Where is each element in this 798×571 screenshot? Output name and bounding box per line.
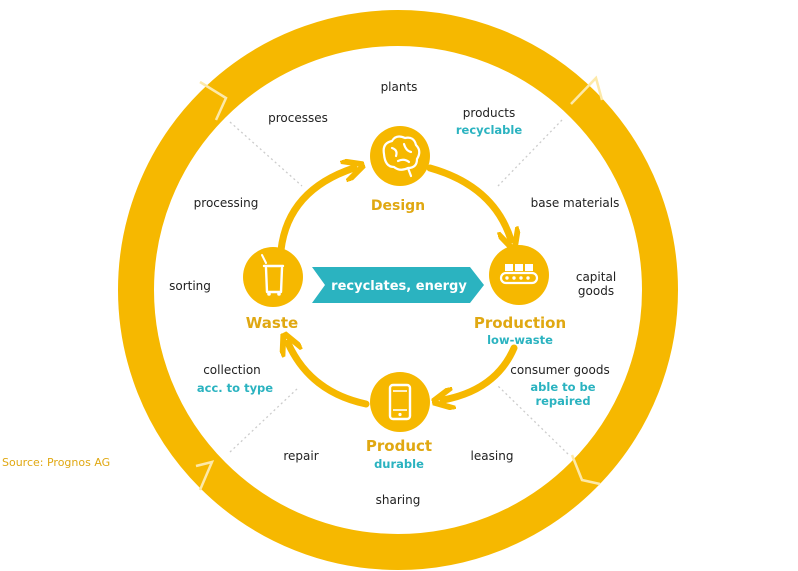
item-acc-to-type: acc. to type	[196, 381, 274, 395]
trash-bin-icon	[261, 254, 285, 296]
item-sharing: sharing	[375, 493, 421, 507]
outer-ring	[118, 10, 678, 570]
design-node	[370, 126, 430, 186]
production-sublabel: low-waste	[487, 333, 553, 347]
waste-label: Waste	[246, 314, 298, 332]
arrow-production-to-product	[443, 344, 518, 400]
product-node	[370, 372, 430, 432]
cycle-arrows	[277, 164, 518, 408]
product-sublabel: durable	[374, 457, 424, 471]
arrow-product-to-waste	[288, 343, 370, 408]
source-note: Source: Prognos AG	[2, 456, 111, 469]
product-label: Product	[366, 437, 432, 455]
item-repair: repair	[283, 449, 319, 463]
ring-seam-top-right	[570, 75, 604, 105]
item-collection: collection	[203, 363, 261, 377]
item-capital-goods: capital goods	[575, 270, 617, 299]
recyclates-arrow	[312, 267, 484, 303]
item-processing: processing	[193, 196, 259, 210]
sector-dividers	[229, 119, 569, 455]
item-base-materials: base materials	[530, 196, 620, 210]
item-plants: plants	[380, 80, 418, 94]
item-sorting: sorting	[169, 279, 211, 293]
smartphone-icon	[388, 383, 412, 421]
production-label: Production	[474, 314, 566, 332]
recyclates-arrow-label: recyclates, energy	[331, 279, 467, 294]
item-leasing: leasing	[470, 449, 514, 463]
item-products: products	[462, 106, 516, 120]
brain-icon	[382, 135, 421, 178]
item-able-to-be-repaired: able to be repaired	[530, 380, 596, 408]
item-recyclable: recyclable	[455, 123, 523, 137]
production-node	[489, 245, 549, 305]
conveyor-icon	[499, 264, 539, 285]
arrow-design-to-production	[426, 164, 511, 240]
waste-node	[243, 247, 303, 307]
ring-seam-bottom-left	[195, 460, 215, 491]
ring-label-bottom: Consumers	[365, 456, 460, 480]
arrow-waste-to-design	[277, 168, 354, 254]
design-label: Design	[371, 198, 425, 214]
ring-seam-top-left	[199, 80, 228, 121]
ring-seam-bottom-right	[570, 454, 601, 486]
item-consumer-goods: consumer goods	[510, 363, 610, 377]
item-processes: processes	[268, 111, 328, 125]
